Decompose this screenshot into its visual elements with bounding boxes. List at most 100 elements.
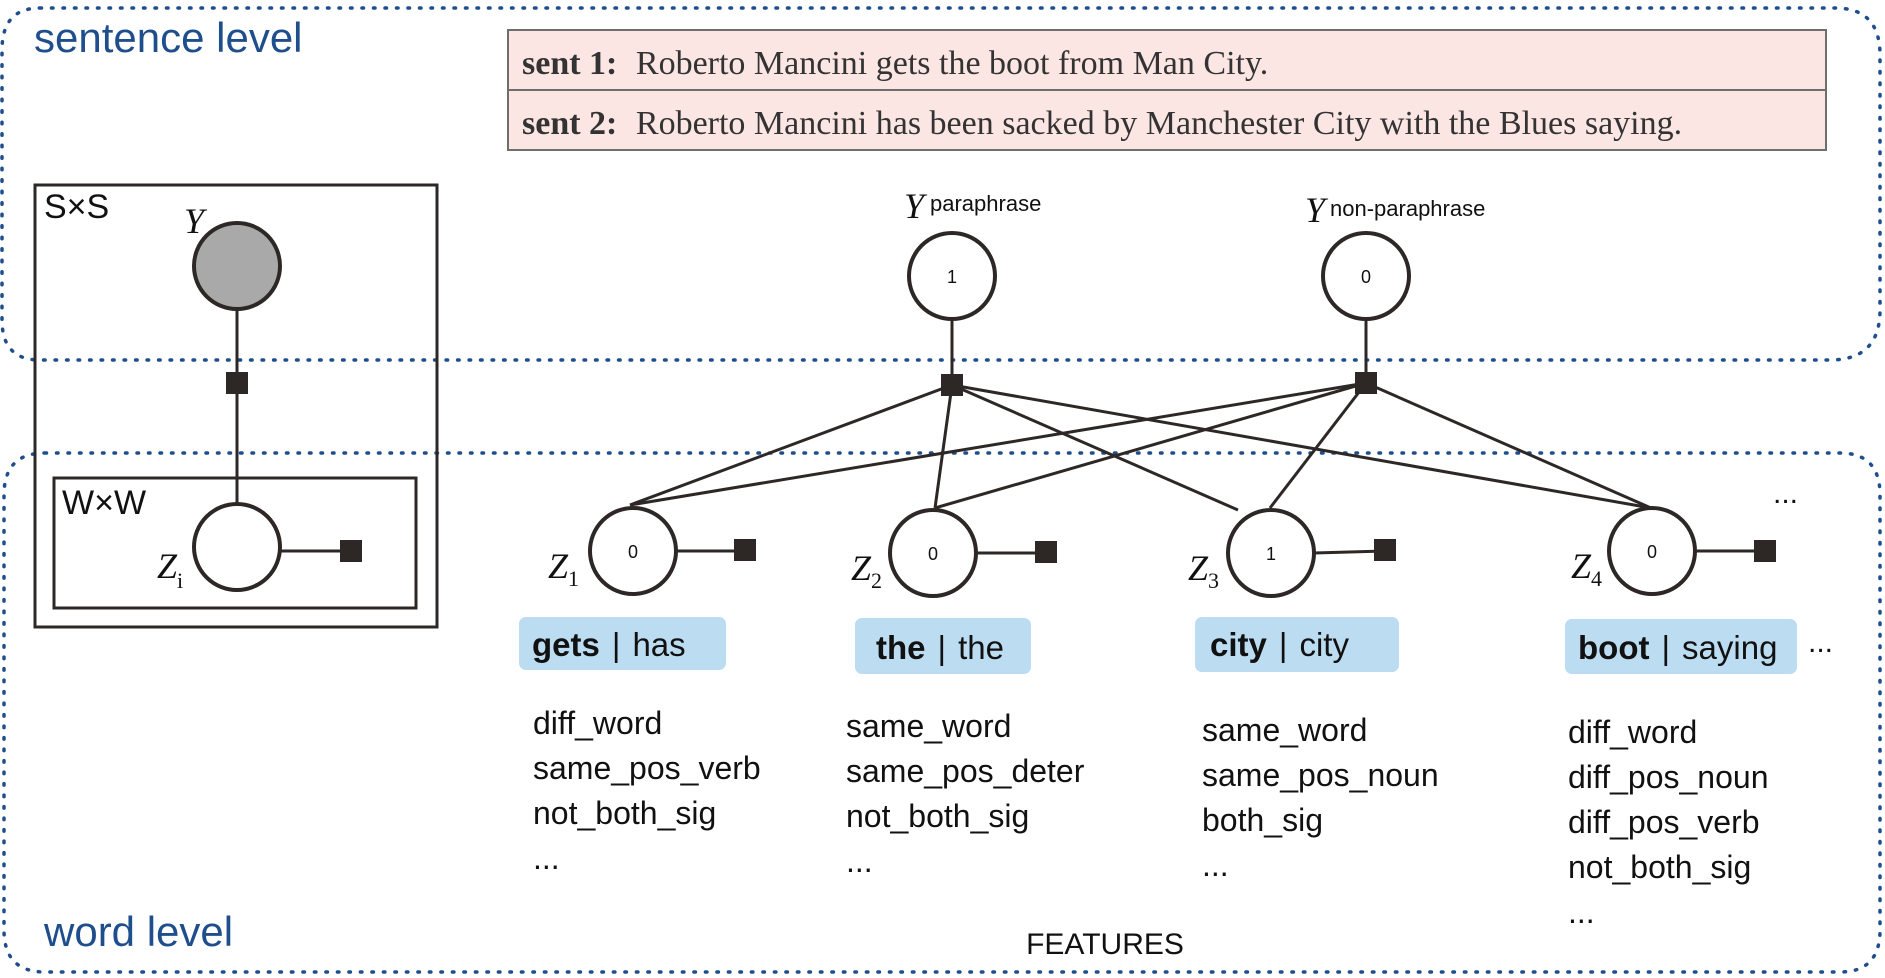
word-2: the: [958, 629, 1004, 666]
z-subscript: 4: [1591, 566, 1602, 591]
svg-text:Z3: Z3: [1188, 548, 1219, 593]
svg-text:city|city: city | city: [1210, 626, 1349, 663]
feature-item: same_pos_verb: [533, 750, 761, 786]
word-1: city: [1210, 626, 1268, 663]
pair-separator: |: [612, 626, 621, 663]
feature-item: diff_word: [533, 705, 662, 741]
pair-separator: |: [938, 629, 947, 666]
feature-item: same_word: [1202, 712, 1367, 748]
word-1: gets: [532, 626, 600, 663]
inner-plate-label: W×W: [62, 484, 146, 522]
svg-text:sent 1: Roberto Mancini: sent 1: Roberto Mancini gets the boot fr…: [522, 45, 1268, 82]
svg-text:sent 2: Roberto Mancini: sent 2: Roberto Mancini has been sacked …: [522, 105, 1682, 142]
z-subscript: 2: [871, 568, 882, 593]
factor-node: [1754, 540, 1776, 562]
z-label: Z: [157, 546, 178, 586]
word-pair-3: city | city: [1195, 617, 1399, 672]
z-node-1: 0 Z1: [548, 506, 756, 596]
feature-item: both_sig: [1202, 802, 1323, 838]
ellipsis-more-nodes: ...: [1773, 477, 1798, 510]
feature-list-3: same_word same_pos_noun both_sig ...: [1202, 712, 1439, 883]
word-2: has: [632, 626, 685, 663]
word-1: the: [876, 629, 926, 666]
word-2: city: [1299, 626, 1349, 663]
feature-list-1: diff_word same_pos_verb not_both_sig ...: [533, 705, 761, 876]
z-label: Z: [851, 548, 872, 588]
svg-text:Z2: Z2: [851, 548, 882, 593]
z-node-3: 1 Z3: [1188, 508, 1396, 598]
sentence-label: sent 2:: [522, 105, 617, 142]
z-label: Z: [1571, 546, 1592, 586]
z-value: 0: [928, 544, 938, 564]
word-pair-2: the | the: [855, 618, 1031, 674]
factor-edges: [629, 278, 1652, 512]
latent-z-node: [192, 502, 282, 592]
y-value: 1: [947, 267, 957, 287]
sentence-box-2: sent 2: Roberto Mancini has been sacked …: [507, 89, 1827, 151]
z-value: 1: [1266, 544, 1276, 564]
feature-item: not_both_sig: [533, 795, 716, 831]
feature-item: ...: [1202, 847, 1229, 883]
z-subscript: 1: [568, 566, 579, 591]
z-subscript: i: [177, 568, 183, 593]
sentence-box-1: sent 1: Roberto Mancini gets the boot fr…: [507, 29, 1827, 91]
observed-y-node: [192, 221, 282, 311]
feature-item: not_both_sig: [1568, 849, 1751, 885]
ellipsis-more-pairs: ...: [1808, 626, 1833, 659]
factor-node: [1035, 541, 1057, 563]
y-note: paraphrase: [930, 191, 1041, 216]
feature-item: diff_pos_verb: [1568, 804, 1760, 840]
z-value: 0: [1647, 542, 1657, 562]
factor-node: [941, 374, 963, 396]
y-node-non-paraphrase: 0 Y non-paraphrase: [1305, 190, 1485, 321]
features-caption: FEATURES: [1026, 928, 1184, 961]
z-label: Z: [548, 546, 569, 586]
y-note: non-paraphrase: [1330, 196, 1485, 221]
pair-separator: |: [1279, 626, 1288, 663]
sentence-label: sent 1:: [522, 45, 617, 82]
feature-item: ...: [533, 840, 560, 876]
plate-model: S×S W×W Y Zi: [33, 183, 439, 629]
z-subscript: 3: [1208, 568, 1219, 593]
pair-separator: |: [1661, 629, 1670, 666]
feature-list-2: same_word same_pos_deter not_both_sig ..…: [846, 708, 1085, 879]
factor-node: [226, 372, 248, 394]
outer-plate: [33, 183, 439, 629]
z-value: 0: [628, 542, 638, 562]
factor-node: [1374, 539, 1396, 561]
svg-text:gets|has: gets | has: [532, 626, 686, 663]
y-node-paraphrase: 1 Y paraphrase: [904, 186, 1041, 321]
inner-plate: [52, 476, 418, 610]
factor-node: [340, 540, 362, 562]
svg-text:Z1: Z1: [548, 546, 579, 591]
feature-item: ...: [1568, 894, 1595, 930]
factor-node: [734, 539, 756, 561]
z-node-4: 0 Z4: [1571, 506, 1776, 596]
feature-item: same_word: [846, 708, 1011, 744]
svg-text:Zi: Zi: [157, 546, 183, 593]
feature-list-4: diff_word diff_pos_noun diff_pos_verb no…: [1568, 714, 1768, 930]
outer-plate-label: S×S: [44, 188, 109, 226]
sentence-text: Roberto Mancini has been sacked by Manch…: [636, 105, 1682, 142]
word-1: boot: [1578, 629, 1649, 666]
sentence-level-label: sentence level: [34, 14, 303, 61]
z-label: Z: [1188, 548, 1209, 588]
feature-item: same_pos_noun: [1202, 757, 1439, 793]
svg-text:the|the: the | the: [876, 629, 1004, 666]
feature-item: not_both_sig: [846, 798, 1029, 834]
feature-item: diff_word: [1568, 714, 1697, 750]
word-level-label: word level: [43, 908, 233, 955]
sentence-level-region: [0, 6, 1882, 362]
feature-item: ...: [846, 843, 873, 879]
y-label: Y: [184, 201, 208, 241]
svg-text:Z4: Z4: [1571, 546, 1602, 591]
y-label: Y: [904, 186, 928, 226]
feature-item: same_pos_deter: [846, 753, 1085, 789]
word-pair-4: boot|saying: [1565, 619, 1797, 674]
svg-text:boot|saying: boot|saying: [1578, 629, 1777, 666]
y-value: 0: [1361, 267, 1371, 287]
feature-item: diff_pos_noun: [1568, 759, 1768, 795]
sentence-text: Roberto Mancini gets the boot from Man C…: [636, 45, 1268, 82]
y-label: Y: [1305, 190, 1329, 230]
